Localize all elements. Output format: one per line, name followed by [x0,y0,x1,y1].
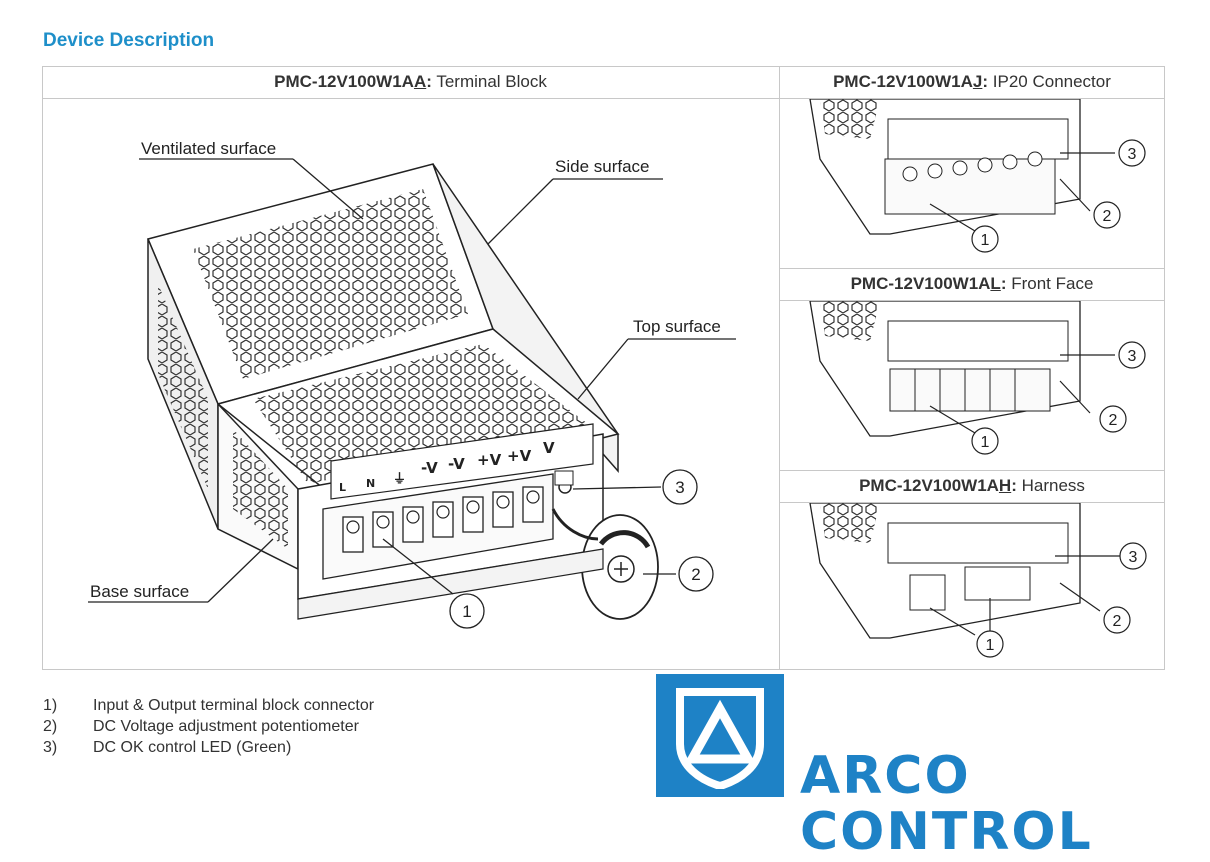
marker-3: 3 [675,478,684,497]
terminal-label-l: L [339,481,346,494]
terminal-label-ground: ⏚ [393,472,406,487]
column-divider [779,66,780,670]
marker-1: 1 [462,602,471,621]
label-top-surface: Top surface [633,317,721,336]
harness-marker-2: 2 [1113,613,1122,630]
label-side-surface: Side surface [555,157,650,176]
header-divider [42,98,1165,99]
terminal-label-pos2: +V [507,447,532,465]
terminal-label-neg1: -V [421,459,438,477]
legend-item: 2)DC Voltage adjustment potentiometer [43,718,359,735]
label-ventilated-surface: Ventilated surface [141,139,277,158]
header-ip20: PMC-12V100W1AJ: IP20 Connector [833,72,1111,91]
front-face-illustration: 3 2 1 [809,301,1146,455]
front-marker-2: 2 [1109,412,1118,429]
front-marker-1: 1 [981,434,990,451]
label-base-surface: Base surface [90,582,190,601]
power-supply-illustration: L N ⏚ -V -V +V +V V [88,158,736,629]
marker-2: 2 [691,565,700,584]
legend-item: 1)Input & Output terminal block connecto… [43,697,375,714]
ip20-marker-3: 3 [1128,146,1137,163]
ip20-illustration: 3 2 1 [809,99,1146,253]
terminal-label-neg2: -V [448,455,465,473]
header-harness: PMC-12V100W1AH: Harness [859,476,1085,495]
terminal-label-vadj: V [543,439,555,457]
harness-illustration: 3 2 1 [809,503,1147,658]
ip20-marker-2: 2 [1103,208,1112,225]
arco-logo-icon [656,674,784,797]
section-title: Device Description [43,30,215,51]
ip20-marker-1: 1 [981,232,990,249]
description-table [42,66,1165,670]
terminal-label-n: N [366,477,375,490]
harness-marker-1: 1 [986,637,995,654]
legend-list: 1)Input & Output terminal block connecto… [43,695,374,758]
brand-wordmark: ARCO CONTROL [800,746,1093,862]
legend-item: 3)DC OK control LED (Green) [43,739,292,756]
row-divider [779,268,1165,269]
header-front-face: PMC-12V100W1AL: Front Face [850,274,1094,293]
terminal-label-pos1: +V [477,451,502,469]
front-marker-3: 3 [1128,348,1137,365]
row-divider [779,470,1165,471]
header-terminal-block: PMC-12V100W1AA: Terminal Block [274,72,547,91]
harness-marker-3: 3 [1129,549,1138,566]
